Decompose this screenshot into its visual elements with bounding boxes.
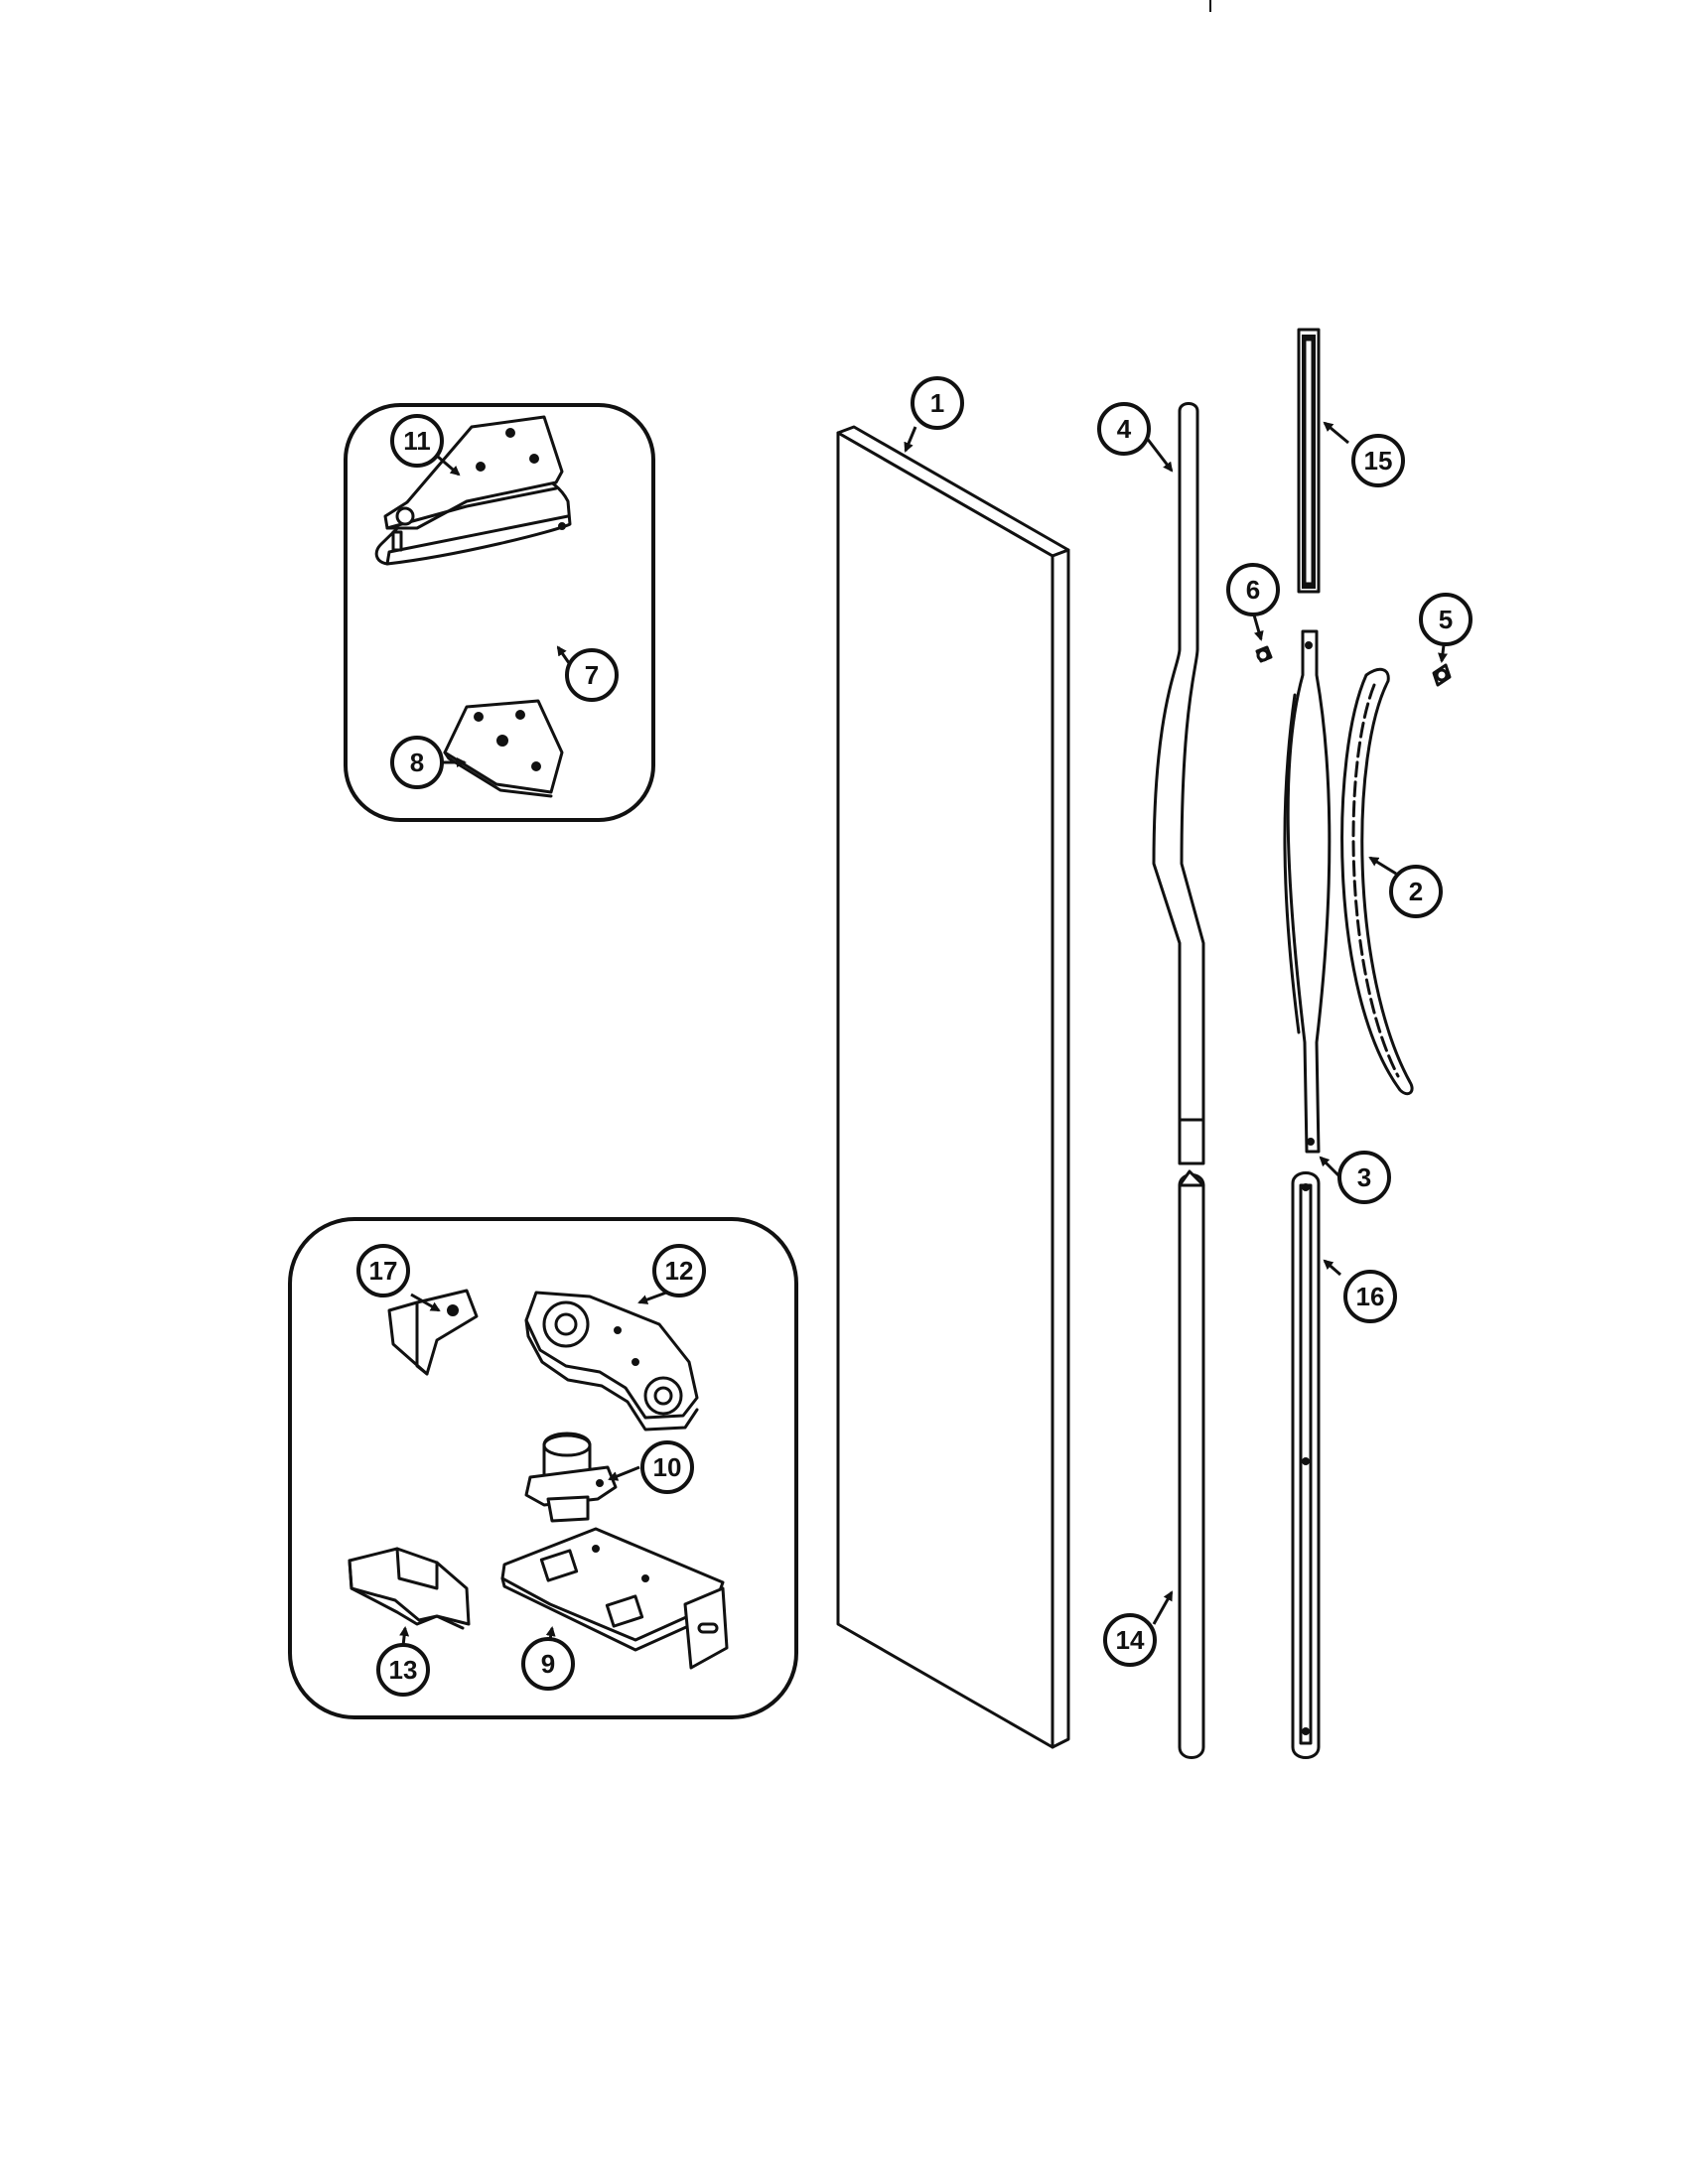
callout-10-label: 10: [653, 1452, 682, 1482]
callout-14[interactable]: 14: [1103, 1613, 1157, 1667]
callout-9-label: 9: [541, 1649, 555, 1679]
part-13-hinge-cover[interactable]: [348, 1547, 471, 1630]
leader-lines: [399, 421, 1448, 1653]
callout-4-label: 4: [1117, 414, 1132, 444]
callout-3[interactable]: 3: [1337, 1151, 1391, 1204]
callout-15-label: 15: [1364, 446, 1393, 476]
part-8-hinge-shim[interactable]: [443, 699, 564, 798]
callout-16[interactable]: 16: [1343, 1270, 1397, 1323]
part-5-screw[interactable]: [1432, 663, 1452, 687]
callout-4[interactable]: 4: [1097, 402, 1151, 456]
part-9-hinge-plate[interactable]: [500, 1527, 729, 1670]
callout-7[interactable]: 7: [565, 648, 619, 702]
callout-17[interactable]: 17: [356, 1244, 410, 1297]
part-17-bracket[interactable]: [387, 1289, 479, 1376]
part-1-door-panel[interactable]: [836, 425, 1070, 1749]
callout-12[interactable]: 12: [652, 1244, 706, 1297]
part-2-handle-trim[interactable]: [1340, 667, 1414, 1096]
callout-8-label: 8: [410, 748, 424, 777]
callout-5-label: 5: [1439, 605, 1453, 634]
inset-bottom-hinge: [288, 1217, 798, 1719]
callout-2-label: 2: [1409, 877, 1423, 906]
callout-13[interactable]: 13: [376, 1643, 430, 1697]
callout-9[interactable]: 9: [521, 1637, 575, 1691]
callout-12-label: 12: [665, 1256, 694, 1286]
callout-5[interactable]: 5: [1419, 593, 1473, 646]
callout-7-label: 7: [585, 660, 599, 690]
inset-top-hinge: [344, 403, 655, 822]
part-6-screw[interactable]: [1255, 645, 1273, 663]
callout-1[interactable]: 1: [911, 376, 964, 430]
callout-11[interactable]: 11: [390, 414, 444, 468]
part-4-upper-handle[interactable]: [1152, 402, 1205, 1165]
part-15-upper-trim[interactable]: [1297, 328, 1321, 594]
callout-1-label: 1: [930, 388, 944, 418]
part-14-lower-handle[interactable]: [1178, 1169, 1205, 1759]
callout-11-label: 11: [403, 426, 431, 456]
part-7-top-hinge[interactable]: [383, 415, 564, 552]
callout-3-label: 3: [1357, 1162, 1371, 1192]
callout-8[interactable]: 8: [390, 736, 444, 789]
callout-17-label: 17: [369, 1256, 398, 1286]
callout-13-label: 13: [389, 1655, 418, 1685]
callout-14-label: 14: [1116, 1625, 1145, 1655]
callout-15[interactable]: 15: [1351, 434, 1405, 487]
callout-6[interactable]: 6: [1226, 563, 1280, 616]
callout-2[interactable]: 2: [1389, 865, 1443, 918]
callout-10[interactable]: 10: [640, 1440, 694, 1494]
part-10-hinge-pin[interactable]: [524, 1432, 618, 1523]
part-16-lower-trim[interactable]: [1291, 1171, 1321, 1759]
callout-6-label: 6: [1246, 575, 1260, 605]
part-12-bottom-hinge[interactable]: [524, 1291, 699, 1432]
part-3-handle-bracket[interactable]: [1283, 629, 1332, 1154]
callout-16-label: 16: [1356, 1282, 1385, 1311]
